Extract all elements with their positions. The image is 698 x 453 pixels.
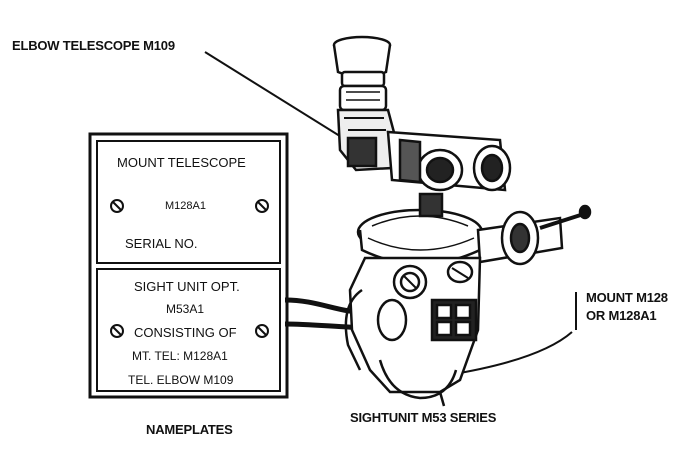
nameplates-label: NAMEPLATES xyxy=(146,422,233,437)
plate-bottom-line5: TEL. ELBOW M109 xyxy=(128,373,234,387)
plate-bottom-line4: MT. TEL: M128A1 xyxy=(132,349,228,363)
elbow-telescope-drawing xyxy=(332,35,512,192)
screw-icons xyxy=(110,199,269,338)
plate-top-line1: MOUNT TELESCOPE xyxy=(117,155,246,170)
nameplate-frame xyxy=(88,132,289,399)
mount-label-line1: MOUNT M128 xyxy=(586,290,668,305)
elbow-telescope-label: ELBOW TELESCOPE M109 xyxy=(12,38,175,53)
plate-top-line3: SERIAL NO. xyxy=(125,236,198,251)
mount-body-drawing xyxy=(344,192,592,407)
plate-top-line2: M128A1 xyxy=(165,200,206,212)
plate-bottom-line1: SIGHT UNIT OPT. xyxy=(134,279,240,294)
plate-bottom-line3: CONSISTING OF xyxy=(134,325,237,340)
plate-bottom-line2: M53A1 xyxy=(166,302,205,316)
mount-label-line2: OR M128A1 xyxy=(586,308,657,323)
sightunit-label: SIGHTUNIT M53 SERIES xyxy=(350,410,497,425)
